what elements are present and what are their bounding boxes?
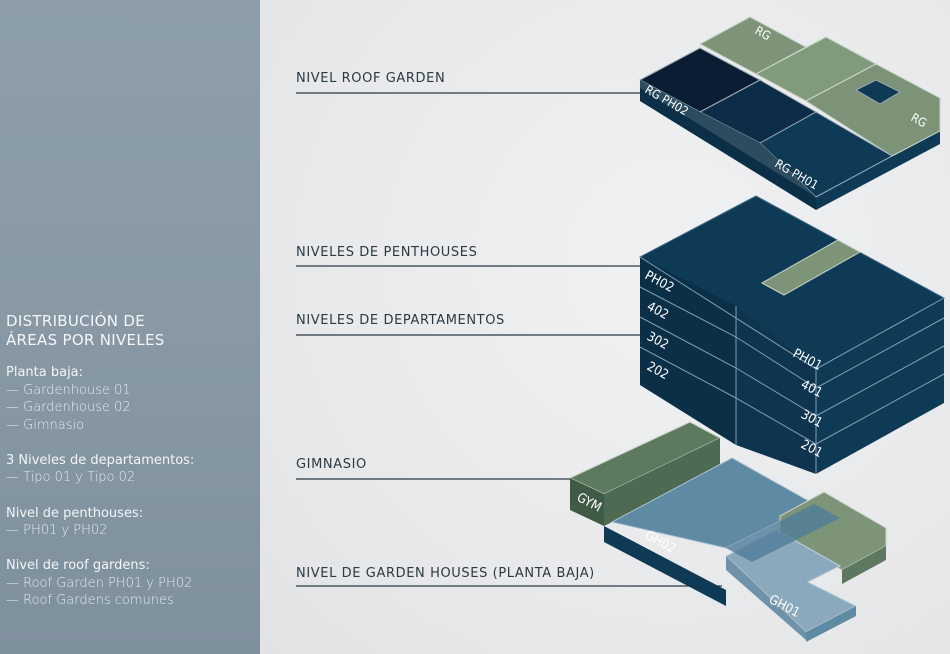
roof-garden-rg-right (805, 63, 941, 157)
gh-garden-side (842, 546, 886, 584)
label-niveles-departamentos: NIVELES DE DEPARTAMENTOS (296, 313, 505, 328)
legend-group-departamentos: 3 Niveles de departamentos: Tipo 01 y Ti… (6, 452, 256, 487)
legend-heading: Nivel de roof gardens: (6, 558, 150, 574)
label-nivel-roof-garden: NIVEL ROOF GARDEN (296, 71, 446, 86)
tower-floor-lines (639, 256, 945, 474)
gym-right-face (604, 438, 720, 526)
tag-rg-right: RG (909, 110, 930, 130)
isometric-building-diagram: RG RG RG PH02 RG PH01 (296, 16, 946, 642)
label-nivel-garden-houses: NIVEL DE GARDEN HOUSES (PLANTA BAJA) (296, 566, 595, 581)
legend-heading: 3 Niveles de departamentos: (6, 452, 195, 468)
floor-line-1 (639, 286, 945, 389)
gh-divider-strip (726, 504, 840, 562)
legend-heading: Nivel de penthouses: (6, 505, 144, 521)
ground-level (568, 421, 887, 642)
sidebar-title: DISTRIBUCIÓN DE ÁREAS POR NIVELES (6, 312, 246, 350)
tower-top-garden-strip (760, 239, 862, 296)
roof-left-shade (640, 80, 816, 197)
sidebar: DISTRIBUCIÓN DE ÁREAS POR NIVELES Planta… (0, 0, 260, 654)
gh01-left-face (726, 556, 806, 640)
roof-garden-rg-top (698, 16, 808, 75)
roof-slab-right-face (816, 131, 940, 210)
legend-group-roof-gardens: Nivel de roof gardens: Roof Garden PH01 … (6, 557, 256, 610)
sidebar-title-line-1: DISTRIBUCIÓN DE (6, 312, 145, 330)
legend-item: Gardenhouse 01 (6, 382, 256, 400)
label-niveles-penthouses: NIVELES DE PENTHOUSES (296, 245, 478, 260)
tower-left-face-ph02 (640, 257, 736, 445)
tag-rg-top: RG (753, 23, 774, 43)
legend-item: Tipo 01 y Tipo 02 (6, 469, 256, 487)
gym-left-face (570, 478, 604, 526)
legend-heading: Planta baja: (6, 365, 84, 380)
label-gimnasio: GIMNASIO (296, 457, 367, 472)
gh01-right-face (806, 606, 856, 642)
legend-group-planta-baja: Planta baja: Gardenhouse 01 Gardenhouse … (6, 364, 256, 434)
gh02-left-face (604, 526, 726, 606)
floor-line-3 (639, 346, 945, 445)
sidebar-legend: Planta baja: Gardenhouse 01 Gardenhouse … (6, 364, 256, 628)
legend-item: Roof Gardens comunes (6, 592, 256, 610)
sidebar-title-line-2: ÁREAS POR NIVELES (6, 331, 165, 349)
tower-block (639, 195, 946, 474)
roof-garden-level (638, 16, 941, 210)
diagram-area: RG RG RG PH02 RG PH01 (260, 0, 950, 654)
legend-item: Gimnasio (6, 417, 256, 435)
legend-item: Gardenhouse 02 (6, 399, 256, 417)
leader-lines (296, 92, 722, 587)
tower-right-face (816, 298, 944, 474)
roof-stair-block (854, 79, 902, 105)
floor-line-2 (639, 316, 945, 417)
legend-item: Roof Garden PH01 y PH02 (6, 575, 256, 593)
tower-top-edge (639, 256, 945, 370)
legend-group-penthouses: Nivel de penthouses: PH01 y PH02 (6, 505, 256, 540)
legend-item: PH01 y PH02 (6, 522, 256, 540)
